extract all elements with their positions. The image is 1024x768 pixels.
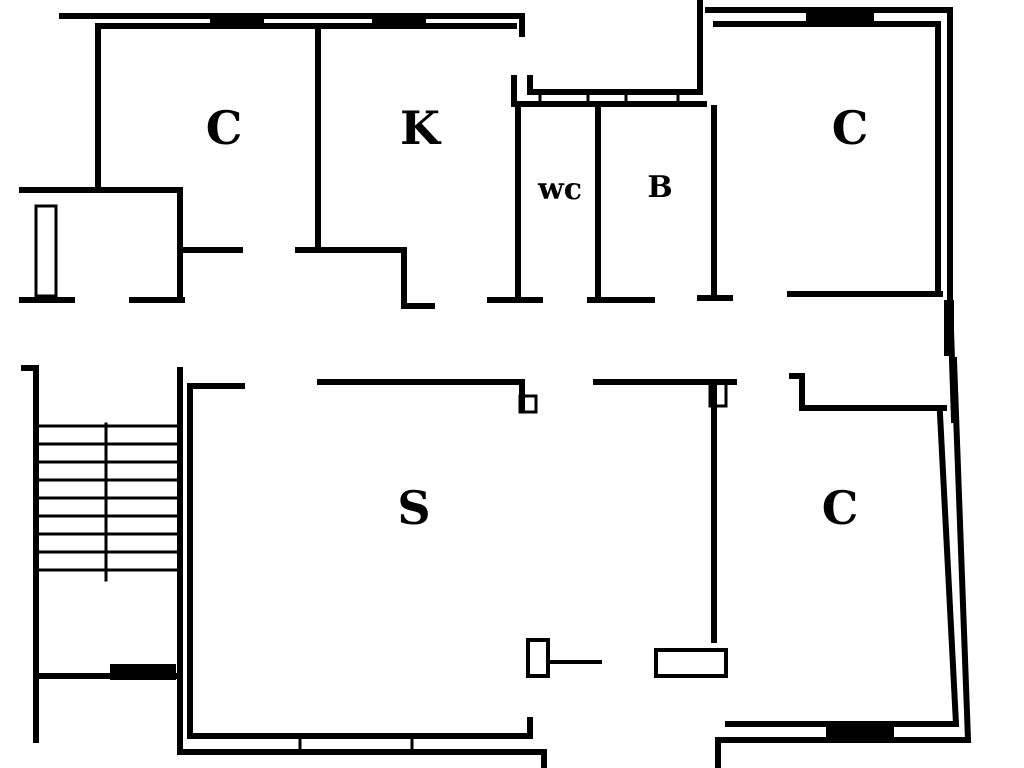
room-label-bedroom-top-right: C [831, 101, 869, 155]
room-label-kitchen: K [400, 101, 440, 155]
room-label-bedroom-bottom-right: C [821, 481, 859, 535]
wall-details [34, 204, 728, 414]
windows [110, 10, 954, 754]
interior-walls [183, 27, 947, 678]
room-label-bathroom: B [647, 170, 673, 205]
staircase [38, 422, 178, 582]
room-label-living-room: S [397, 481, 431, 535]
room-label-toilet: wc [537, 172, 583, 207]
room-label-bedroom-top-left: C [205, 101, 243, 155]
